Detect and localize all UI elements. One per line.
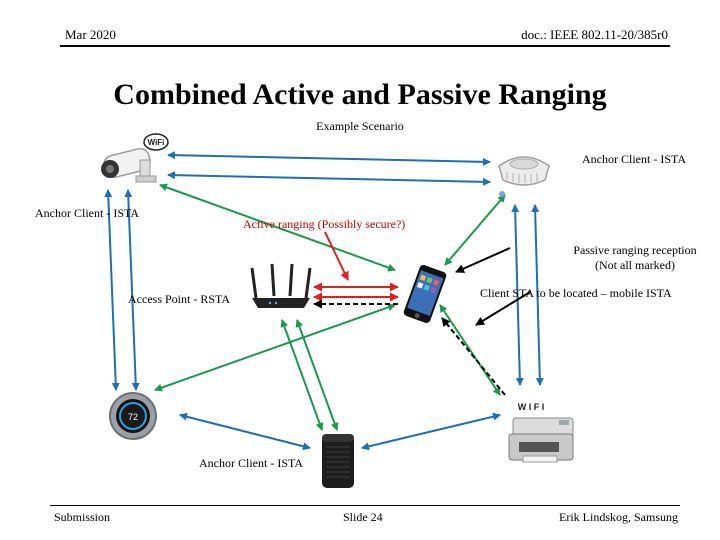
- printer-wifi-badge: W I F I: [518, 402, 545, 412]
- label-active-ranging: Active ranging (Possibly secure?): [243, 217, 406, 231]
- header-date: Mar 2020: [65, 27, 116, 42]
- label-anchor-left: Anchor Client - ISTA: [35, 206, 140, 220]
- thermostat-icon: 72: [109, 392, 157, 440]
- label-passive-reception-line2: (Not all marked): [595, 258, 675, 272]
- smartphone-icon: [403, 265, 447, 323]
- label-access-point: Access Point - RSTA: [128, 292, 231, 306]
- slide-title: Combined Active and Passive Ranging: [113, 78, 607, 111]
- footer-slide-number: Slide 24: [343, 510, 383, 524]
- reception-printer-phone: [441, 317, 506, 396]
- label-anchor-top-right: Anchor Client - ISTA: [582, 152, 687, 166]
- label-anchor-bottom: Anchor Client - ISTA: [199, 456, 304, 470]
- label-client-sta: Client STA to be located – mobile ISTA: [480, 286, 672, 300]
- link-camera-thermostat-a: [104, 189, 120, 391]
- link-router-speaker-b: [295, 319, 339, 431]
- link-camera-smokedetector-b: [167, 171, 491, 186]
- reception-pointer-upper: [455, 247, 511, 273]
- footer-author: Erik Lindskog, Samsung: [559, 510, 678, 524]
- wifi-badge: WiFi: [148, 138, 165, 147]
- header-doc-id: doc.: IEEE 802.11-20/385r0: [521, 27, 668, 42]
- smart-speaker-icon: [322, 434, 354, 488]
- link-camera-smokedetector-a: [167, 151, 491, 166]
- link-smoke-printer-b: [531, 204, 544, 386]
- footer-submission: Submission: [54, 510, 111, 524]
- security-camera-icon: WiFi: [101, 133, 169, 183]
- svg-text:72: 72: [128, 412, 138, 422]
- label-passive-reception-line1: Passive ranging reception: [573, 243, 697, 257]
- link-phone-thermostat: [154, 303, 396, 392]
- reception-pointer-lower: [475, 291, 531, 326]
- link-camera-thermostat-b: [124, 189, 140, 391]
- printer-icon: W I F I: [508, 402, 574, 463]
- router-icon: [250, 263, 312, 308]
- label-passive-reception: Passive ranging reception (Not all marke…: [560, 243, 710, 273]
- footer-rule: [50, 505, 680, 506]
- link-speaker-printer: [361, 412, 501, 451]
- active-ranging-pointer: [324, 231, 349, 281]
- slide-subtitle: Example Scenario: [316, 119, 404, 133]
- smoke-detector-icon: [498, 156, 550, 197]
- link-camera-phone: [159, 183, 396, 272]
- header-rule: [60, 45, 670, 47]
- link-thermostat-speaker: [179, 412, 311, 451]
- link-phone-smokedetector: [444, 194, 506, 266]
- link-smoke-printer-a: [511, 204, 524, 386]
